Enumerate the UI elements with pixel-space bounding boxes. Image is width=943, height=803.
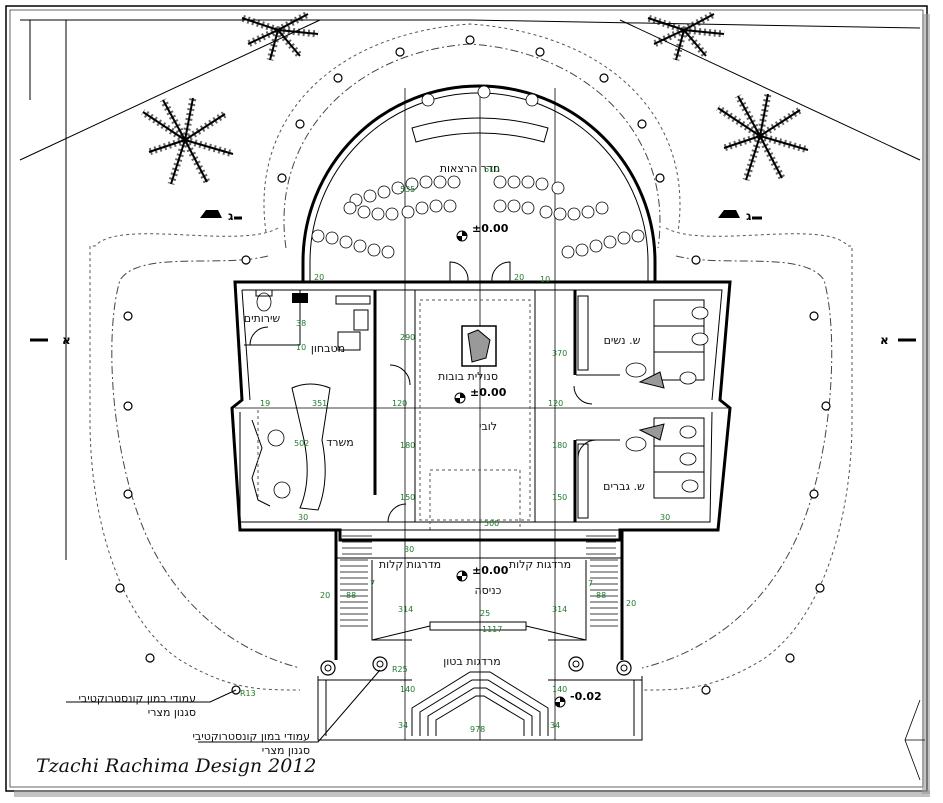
columns-note-1-line2: סגנון מצרי (148, 706, 196, 719)
dim: 30 (660, 513, 670, 522)
level-marker-icon (456, 230, 468, 242)
dim: 19 (260, 399, 270, 408)
garden-path (89, 23, 853, 695)
dim: 88 (346, 591, 356, 600)
tree-edge-icon (904, 699, 925, 781)
security-label: שירותים (244, 312, 281, 325)
dim: 314 (552, 605, 567, 614)
section-g-label-left: ג (228, 209, 234, 223)
sheet-frame (5, 5, 930, 797)
dim: 20 (514, 273, 524, 282)
column-note-2: עמודי במון קונסטרוקטיבי סגנון מצרי (192, 669, 381, 757)
section-label-left: א (62, 333, 71, 347)
dim: 150 (400, 493, 415, 502)
dim: 1117 (482, 625, 502, 634)
section-marker-right: א (880, 333, 916, 347)
dim: 180 (400, 441, 415, 450)
light-stairs-left-label: מדרגות קלות (379, 558, 441, 571)
columns-note-1-line1: עמודי במון קונסטרוקטיבי (78, 692, 196, 705)
level-entrance: ±0.00 (472, 564, 509, 577)
level-lobby: ±0.00 (470, 386, 507, 399)
dim: 7 (588, 579, 593, 588)
dim: 610 (484, 165, 499, 174)
level-marker-icon (456, 570, 468, 582)
dim: 34 (398, 721, 408, 730)
section-marker-left: א (30, 333, 71, 347)
women-wc-label: ש. נשים (604, 334, 641, 347)
dim: 120 (548, 399, 563, 408)
dim: 10 (540, 275, 550, 284)
concrete-stairs-label: מרדגות בטון (443, 655, 500, 668)
men-wc-label: ש. גברים (603, 480, 645, 493)
main-building: שירותים מטבחון משרד סנולית בובות לובי ש.… (230, 280, 732, 542)
dim: 140 (400, 685, 415, 694)
dim: 180 (552, 441, 567, 450)
level-marker-icon (454, 392, 466, 404)
conference-dome: חדר הרצאות ±0.00 (301, 84, 657, 740)
dim: 30 (298, 513, 308, 522)
entrance-label: כניסה (474, 584, 501, 597)
level-outside: -0.02 (570, 690, 602, 703)
dim: 535 (400, 185, 415, 194)
dim: 38 (296, 319, 306, 328)
dim: 140 (552, 685, 567, 694)
dim: 502 (294, 439, 309, 448)
dim: 314 (398, 605, 413, 614)
dimension-labels: 20 38 10 19 351 502 30 290 120 180 150 1… (240, 165, 670, 734)
dim: 978 (470, 725, 485, 734)
dim: 370 (552, 349, 567, 358)
dim: 30 (404, 545, 414, 554)
columns-note-2-line1: עמודי במון קונסטרוקטיבי (192, 730, 310, 743)
dim: 10 (296, 343, 306, 352)
dim: 34 (550, 721, 560, 730)
dim: 20 (314, 273, 324, 282)
column-note-1: עמודי במון קונסטרוקטיבי סגנון מצרי (66, 689, 237, 719)
section-g-label-right: ג (746, 209, 752, 223)
dim: 7 (370, 579, 375, 588)
dim: 150 (552, 493, 567, 502)
level-marker-icon (554, 696, 566, 708)
level-conference: ±0.00 (472, 222, 509, 235)
dim: 351 (312, 399, 327, 408)
section-label-right: א (880, 333, 889, 347)
light-stairs-right-label: מרדגות קלות (509, 558, 571, 571)
kitchenette-label: מטבחון (311, 342, 345, 355)
dim: 88 (596, 591, 606, 600)
palm-tree-icon (716, 93, 809, 182)
dim: 25 (480, 609, 490, 618)
office-label: משרד (326, 436, 353, 449)
palm-tree-icon (141, 97, 234, 186)
dim: 120 (392, 399, 407, 408)
dim: R25 (392, 665, 408, 674)
dim: 20 (626, 599, 636, 608)
dim: 290 (400, 333, 415, 342)
sculpture-label: סנולית בובות (438, 370, 498, 383)
section-marker-g-right: ג (718, 209, 762, 223)
designer-signature: Tzachi Rachima Design 2012 (36, 755, 317, 777)
dim: 500 (484, 519, 499, 528)
lobby-label: לובי (479, 420, 497, 433)
columns-note-2-line2: סגנון מצרי (262, 744, 310, 757)
section-marker-g-left: ג (200, 209, 242, 223)
conference-room-label: חדר הרצאות (440, 162, 500, 175)
dim: 20 (320, 591, 330, 600)
entrance-stairs: מדרגות קלות מרדגות קלות כניסה מרדגות בטו… (317, 529, 643, 741)
palm-tree-icon (240, 10, 319, 61)
palm-tree-icon (646, 10, 725, 61)
dim: R13 (240, 689, 256, 698)
